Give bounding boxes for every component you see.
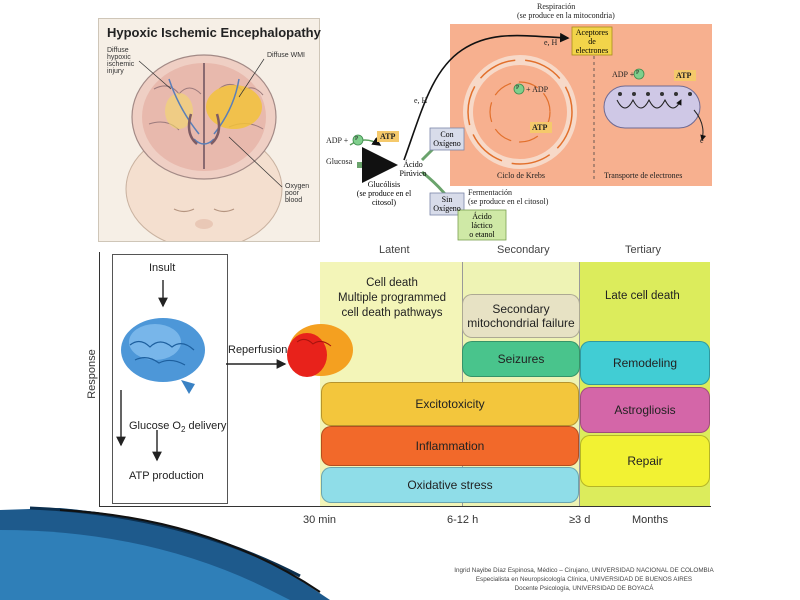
seizures-pill: Seizures bbox=[462, 341, 580, 377]
sin-oxigeno-line-1: Sin bbox=[441, 195, 453, 204]
respiration-subtitle: (se produce en la mitocondria) bbox=[517, 11, 615, 20]
acceptors-line-3: electrones bbox=[575, 46, 609, 55]
hie-title: Hypoxic Ischemic Encephalopathy bbox=[107, 25, 321, 40]
atp-krebs-label: ATP bbox=[532, 123, 548, 132]
label-diffuse-injury-3: ischemic bbox=[107, 61, 135, 68]
sin-oxigeno-label: Sin Oxígeno bbox=[430, 195, 464, 213]
secondary-mitochondrial-failure: Secondary mitochondrial failure bbox=[462, 294, 580, 338]
oxidative-stress-pill: Oxidative stress bbox=[321, 467, 579, 503]
eh-top-label: e, H bbox=[544, 38, 558, 47]
divider-3d bbox=[579, 262, 580, 506]
acido-lactico-line-2: láctico bbox=[471, 221, 493, 230]
transporte-label: Transporte de electrones bbox=[604, 171, 683, 180]
acido-piruvico-line-1: Ácido bbox=[403, 160, 423, 169]
respiration-diagram: Respiración (se produce en la mitocondri… bbox=[322, 0, 712, 242]
con-oxigeno-label: Con Oxígeno bbox=[430, 130, 464, 148]
eh-mid-label: e, H bbox=[414, 96, 428, 105]
acido-lactico-line-1: Ácido bbox=[472, 212, 492, 221]
glucolisis-line-1: Glucólisis bbox=[367, 180, 401, 189]
credit-line-1: Ingrid Nayibe Díaz Espinosa, Médico – Ci… bbox=[454, 567, 714, 574]
glucose-tail: delivery bbox=[185, 420, 227, 432]
fermentacion-subtitle: (se produce en el citosol) bbox=[468, 197, 549, 206]
sin-oxigeno-line-2: Oxígeno bbox=[433, 204, 461, 213]
glucosa-label: Glucosa bbox=[326, 157, 353, 166]
infant-head-illustration bbox=[125, 54, 283, 241]
label-diffuse-injury-2: hypoxic bbox=[107, 54, 131, 61]
tick-30-min: 30 min bbox=[303, 514, 337, 526]
phase-secondary: Secondary bbox=[497, 244, 550, 256]
tick-3d: ≥3 d bbox=[569, 514, 591, 526]
cell-death-line-2: Multiple programmed bbox=[337, 292, 446, 304]
cell-death-text: Cell death Multiple programmed cell deat… bbox=[325, 276, 459, 321]
author-credits: Ingrid Nayibe Díaz Espinosa, Médico – Ci… bbox=[414, 566, 754, 593]
cell-death-line-1: Cell death bbox=[366, 277, 418, 289]
decorative-swoosh bbox=[0, 506, 330, 600]
label-diffuse-wmi: Diffuse WMI bbox=[267, 52, 305, 59]
acceptors-line-2: de bbox=[588, 37, 596, 46]
respiration-title: Respiración bbox=[537, 2, 576, 11]
tick-6-12h: 6-12 h bbox=[447, 514, 479, 526]
p-right-symbol: P bbox=[636, 70, 640, 76]
respiration-diagram-shapes bbox=[349, 24, 712, 241]
astrogliosis-pill: Astrogliosis bbox=[580, 387, 710, 433]
hie-illustration-panel: Hypoxic Ischemic Encephalopathy Diffuse … bbox=[98, 18, 321, 242]
cell-death-line-3: cell death pathways bbox=[341, 307, 443, 319]
acido-piruvico-label: Ácido Pirúvico bbox=[396, 160, 430, 178]
glucolisis-line-2: (se produce en el bbox=[356, 189, 412, 198]
fermentacion-title: Fermentación bbox=[468, 188, 512, 197]
repair-pill: Repair bbox=[580, 435, 710, 487]
atp-left-label: ATP bbox=[380, 132, 396, 141]
p-left-symbol: P bbox=[355, 136, 359, 142]
con-oxigeno-line-1: Con bbox=[440, 130, 454, 139]
tick-months: Months bbox=[632, 514, 669, 526]
atp-production-label: ATP production bbox=[129, 470, 204, 482]
glucolisis-line-3: citosol) bbox=[372, 198, 396, 207]
ciclo-krebs-label: Ciclo de Krebs bbox=[497, 171, 545, 180]
remodeling-pill: Remodeling bbox=[580, 341, 710, 385]
x-axis bbox=[99, 506, 711, 507]
acido-piruvico-line-2: Pirúvico bbox=[399, 169, 427, 178]
phase-tertiary: Tertiary bbox=[625, 244, 662, 256]
label-oxygen-2: poor bbox=[285, 190, 300, 197]
flow-arrows bbox=[116, 280, 353, 462]
label-diffuse-injury-1: Diffuse bbox=[107, 47, 129, 54]
con-oxigeno-line-2: Oxígeno bbox=[433, 139, 461, 148]
secondary-failure-line-1: Secondary bbox=[492, 302, 550, 316]
late-cell-death-label: Late cell death bbox=[605, 290, 680, 302]
acido-lactico-line-3: o etanol bbox=[469, 230, 495, 239]
reperfusion-label: Reperfusion bbox=[228, 344, 288, 356]
label-oxygen-1: Oxygen bbox=[285, 183, 310, 190]
glucose-delivery-label: Glucose O2 delivery bbox=[129, 420, 226, 434]
label-diffuse-injury-4: injury bbox=[107, 68, 124, 75]
glucolisis-label: Glucólisis (se produce en el citosol) bbox=[344, 180, 424, 207]
glucose-sub: 2 bbox=[180, 425, 186, 435]
inflammation-pill: Inflammation bbox=[321, 426, 579, 466]
credit-line-2: Especialista en Neuropsicología Clínica,… bbox=[475, 576, 693, 583]
insult-label: Insult bbox=[149, 262, 176, 274]
hie-timeline: Response Latent Secondary Tertiary Insul… bbox=[85, 240, 725, 540]
adp-right-label: ADP + bbox=[612, 70, 635, 79]
electron-out-label: e bbox=[700, 136, 704, 145]
acido-lactico-label: Ácido láctico o etanol bbox=[458, 212, 506, 239]
label-oxygen-3: blood bbox=[285, 197, 303, 204]
secondary-failure-line-2: mitochondrial failure bbox=[467, 316, 575, 330]
excitotoxicity-pill: Excitotoxicity bbox=[321, 382, 579, 426]
acceptors-label: Aceptores de electrones bbox=[572, 28, 612, 55]
phase-latent: Latent bbox=[379, 244, 410, 256]
adp-left-label: ADP + bbox=[326, 136, 349, 145]
p-krebs-symbol: P bbox=[516, 85, 520, 91]
y-axis bbox=[99, 252, 100, 507]
credit-line-3: Docente Psicología, UNIVERSIDAD DE BOYAC… bbox=[514, 585, 654, 592]
acceptors-line-1: Aceptores bbox=[575, 28, 609, 37]
atp-right-label: ATP bbox=[676, 71, 692, 80]
p-adp-label: + ADP bbox=[526, 85, 549, 94]
glucose-text: Glucose O bbox=[129, 420, 181, 432]
